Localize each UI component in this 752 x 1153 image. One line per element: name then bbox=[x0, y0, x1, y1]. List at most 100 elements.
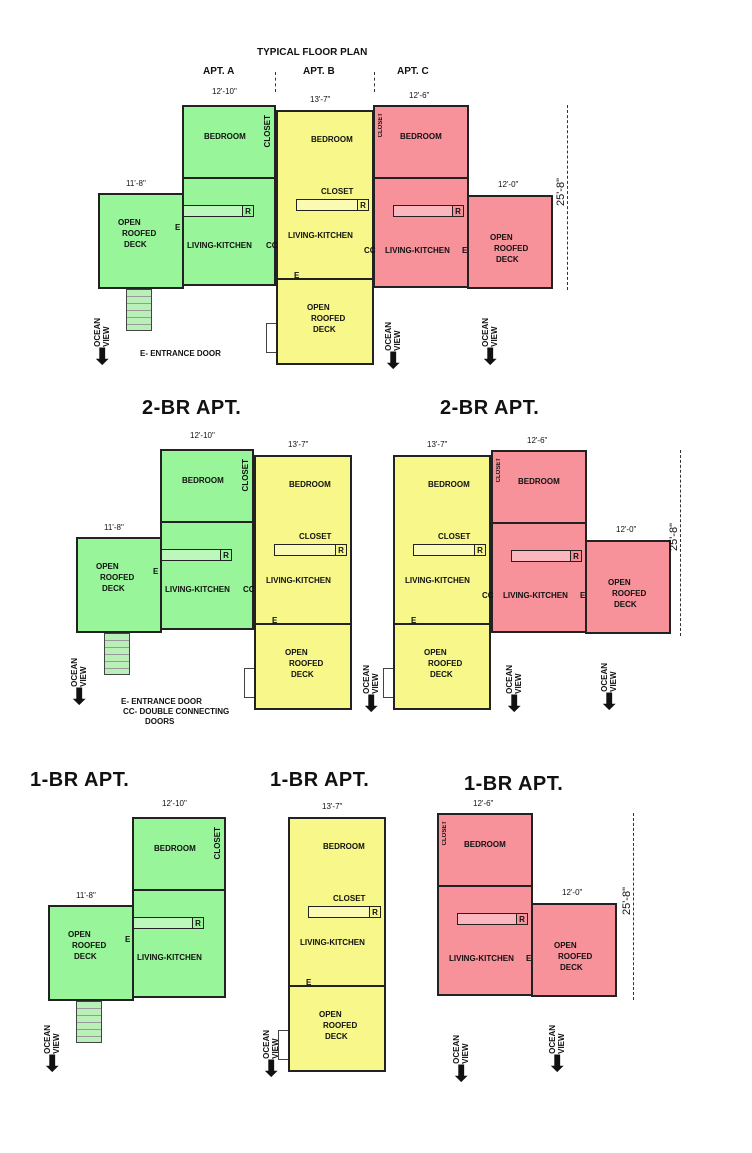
apt-b-unit bbox=[393, 455, 491, 710]
kitchen-counter bbox=[457, 913, 517, 925]
down-arrow-icon: ⬇ bbox=[70, 684, 89, 709]
entrance-label: E bbox=[272, 616, 278, 625]
deck-label-line1: OPEN bbox=[68, 930, 91, 939]
apt-c-deck-dimension: 12'-0" bbox=[562, 888, 583, 897]
apt-a-living-kitchen bbox=[182, 176, 276, 286]
deck-label-line2: ROOFED bbox=[612, 589, 647, 598]
range-box: R bbox=[516, 913, 528, 925]
deck-label-line1: OPEN bbox=[307, 303, 330, 312]
deck-label-line2: ROOFED bbox=[494, 244, 529, 253]
connecting-doors-label: CC bbox=[364, 246, 376, 255]
connecting-doors-label: CC bbox=[482, 591, 494, 600]
apt-a-living-kitchen bbox=[160, 520, 254, 630]
apt-c-living-kitchen bbox=[437, 884, 533, 996]
range-box: R bbox=[474, 544, 486, 556]
range-box: R bbox=[369, 906, 381, 918]
legend-entrance: E- ENTRANCE DOOR bbox=[121, 697, 202, 706]
deck-stairs bbox=[76, 1001, 102, 1043]
range-box: R bbox=[242, 205, 254, 217]
depth-dimension-line bbox=[633, 813, 634, 1000]
range-box: R bbox=[452, 205, 464, 217]
range-box: R bbox=[220, 549, 232, 561]
deck-label-line3: DECK bbox=[102, 584, 125, 593]
legend-connecting: CC- DOUBLE CONNECTING bbox=[123, 707, 230, 716]
deck-label-line2: ROOFED bbox=[100, 573, 135, 582]
deck-label-line2: ROOFED bbox=[122, 229, 157, 238]
entrance-label: E bbox=[411, 616, 417, 625]
bedroom-label: BEDROOM bbox=[428, 480, 470, 489]
legend-connecting-2: DOORS bbox=[145, 717, 175, 726]
deck-divider bbox=[276, 278, 374, 280]
deck-label-line1: OPEN bbox=[96, 562, 119, 571]
apt-c-bedroom bbox=[373, 105, 469, 179]
apt-b-width-dimension: 13'-7" bbox=[310, 95, 331, 104]
apt-a-deck bbox=[76, 537, 162, 633]
deck-label-line1: OPEN bbox=[608, 578, 631, 587]
living-kitchen-label: LIVING-KITCHEN bbox=[165, 585, 230, 594]
bedroom-label: BEDROOM bbox=[518, 477, 560, 486]
kitchen-counter bbox=[296, 199, 358, 211]
apt-c-living-kitchen bbox=[491, 521, 587, 633]
deck-label-line3: DECK bbox=[313, 325, 336, 334]
apt-c-bedroom bbox=[437, 813, 533, 887]
deck-label-line3: DECK bbox=[291, 670, 314, 679]
living-kitchen-label: LIVING-KITCHEN bbox=[288, 231, 353, 240]
closet-label: CLOSET bbox=[321, 187, 354, 196]
kitchen-counter bbox=[393, 205, 453, 217]
ocean-label: OCEAN bbox=[548, 1025, 557, 1054]
kitchen-counter bbox=[274, 544, 336, 556]
ocean-label: OCEAN bbox=[262, 1030, 271, 1059]
deck-label-line2: ROOFED bbox=[428, 659, 463, 668]
ocean-label: OCEAN bbox=[452, 1035, 461, 1064]
deck-divider bbox=[288, 985, 386, 987]
apt-b-width-dimension: 13'-7" bbox=[322, 802, 343, 811]
deck-label-line3: DECK bbox=[614, 600, 637, 609]
living-kitchen-label: LIVING-KITCHEN bbox=[266, 576, 331, 585]
apt-a-width-dimension: 12'-10" bbox=[212, 87, 237, 96]
deck-label-line1: OPEN bbox=[554, 941, 577, 950]
deck-label-line3: DECK bbox=[124, 240, 147, 249]
apt-a-deck bbox=[48, 905, 134, 1001]
entrance-label: E bbox=[125, 935, 131, 944]
depth-dimension: 25'-8" bbox=[555, 177, 567, 206]
apt-b-unit bbox=[254, 455, 352, 710]
ocean-label: OCEAN bbox=[384, 322, 393, 351]
apt-c-width-dimension: 12'-6" bbox=[473, 799, 494, 808]
deck-label-line2: ROOFED bbox=[289, 659, 324, 668]
deck-label-line2: ROOFED bbox=[72, 941, 107, 950]
deck-divider bbox=[254, 623, 352, 625]
down-arrow-icon: ⬇ bbox=[43, 1051, 62, 1076]
living-kitchen-label: LIVING-KITCHEN bbox=[449, 954, 514, 963]
deck-label-line2: ROOFED bbox=[558, 952, 593, 961]
range-box: R bbox=[357, 199, 369, 211]
one-br-heading-a: 1-BR APT. bbox=[30, 769, 130, 791]
apt-c-living-kitchen bbox=[373, 176, 469, 288]
apt-c-deck bbox=[585, 540, 671, 634]
apt-a-width-dimension: 12'-10" bbox=[190, 431, 215, 440]
range-box: R bbox=[192, 917, 204, 929]
deck-label-line2: ROOFED bbox=[323, 1021, 358, 1030]
deck-label-line3: DECK bbox=[325, 1032, 348, 1041]
one-br-heading-b: 1-BR APT. bbox=[270, 769, 370, 791]
closet-label: CLOSET bbox=[299, 532, 332, 541]
down-arrow-icon: ⬇ bbox=[505, 691, 524, 716]
closet-label: CLOSET bbox=[438, 532, 471, 541]
deck-divider bbox=[393, 623, 491, 625]
entrance-label: E bbox=[175, 223, 181, 232]
bedroom-label: BEDROOM bbox=[400, 132, 442, 141]
depth-dimension-line bbox=[567, 105, 568, 290]
living-kitchen-label: LIVING-KITCHEN bbox=[503, 591, 568, 600]
apt-b-label: APT. B bbox=[303, 66, 335, 77]
kitchen-counter bbox=[183, 205, 243, 217]
deck-label-line2: ROOFED bbox=[311, 314, 346, 323]
two-br-heading-right: 2-BR APT. bbox=[440, 397, 540, 419]
